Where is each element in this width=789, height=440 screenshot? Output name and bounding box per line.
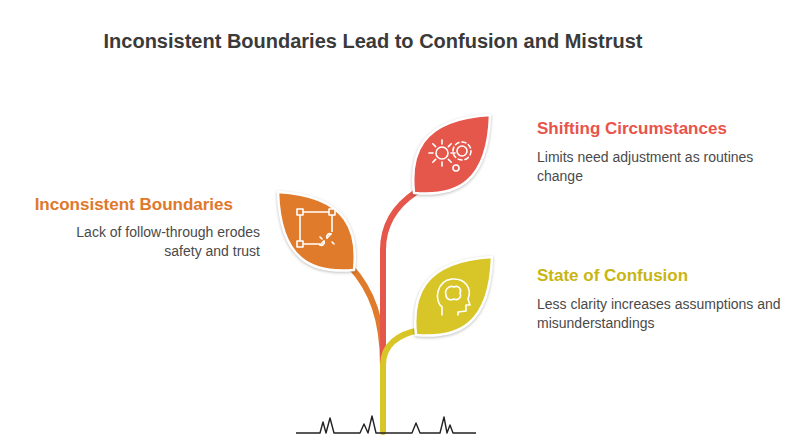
diagram-title: Inconsistent Boundaries Lead to Confusio… [0,30,746,53]
stem [350,266,383,365]
leaf-shape [410,113,492,195]
leaf-shape [276,190,358,272]
leaf-description: Less clarity increases assumptions and m… [537,295,782,333]
leaf-heading: State of Confusion [537,266,688,286]
leaf-description: Limits need adjustment as routines chang… [537,148,782,186]
leaf-heading: Inconsistent Boundaries [35,195,233,215]
leaf-node: Inconsistent BoundariesLack of follow-th… [276,190,358,272]
leaf-icon [429,140,471,171]
leaf-node: Shifting CircumstancesLimits need adjust… [410,113,492,195]
grass [296,416,476,433]
leaf-icon [437,279,470,315]
leaf-node: State of ConfusionLess clarity increases… [412,255,494,337]
leaf-icon [297,209,336,248]
stem [383,330,420,432]
leaf-heading: Shifting Circumstances [537,119,727,139]
leaf-description: Lack of follow-through erodes safety and… [45,223,260,261]
leaf-shape [412,255,494,337]
